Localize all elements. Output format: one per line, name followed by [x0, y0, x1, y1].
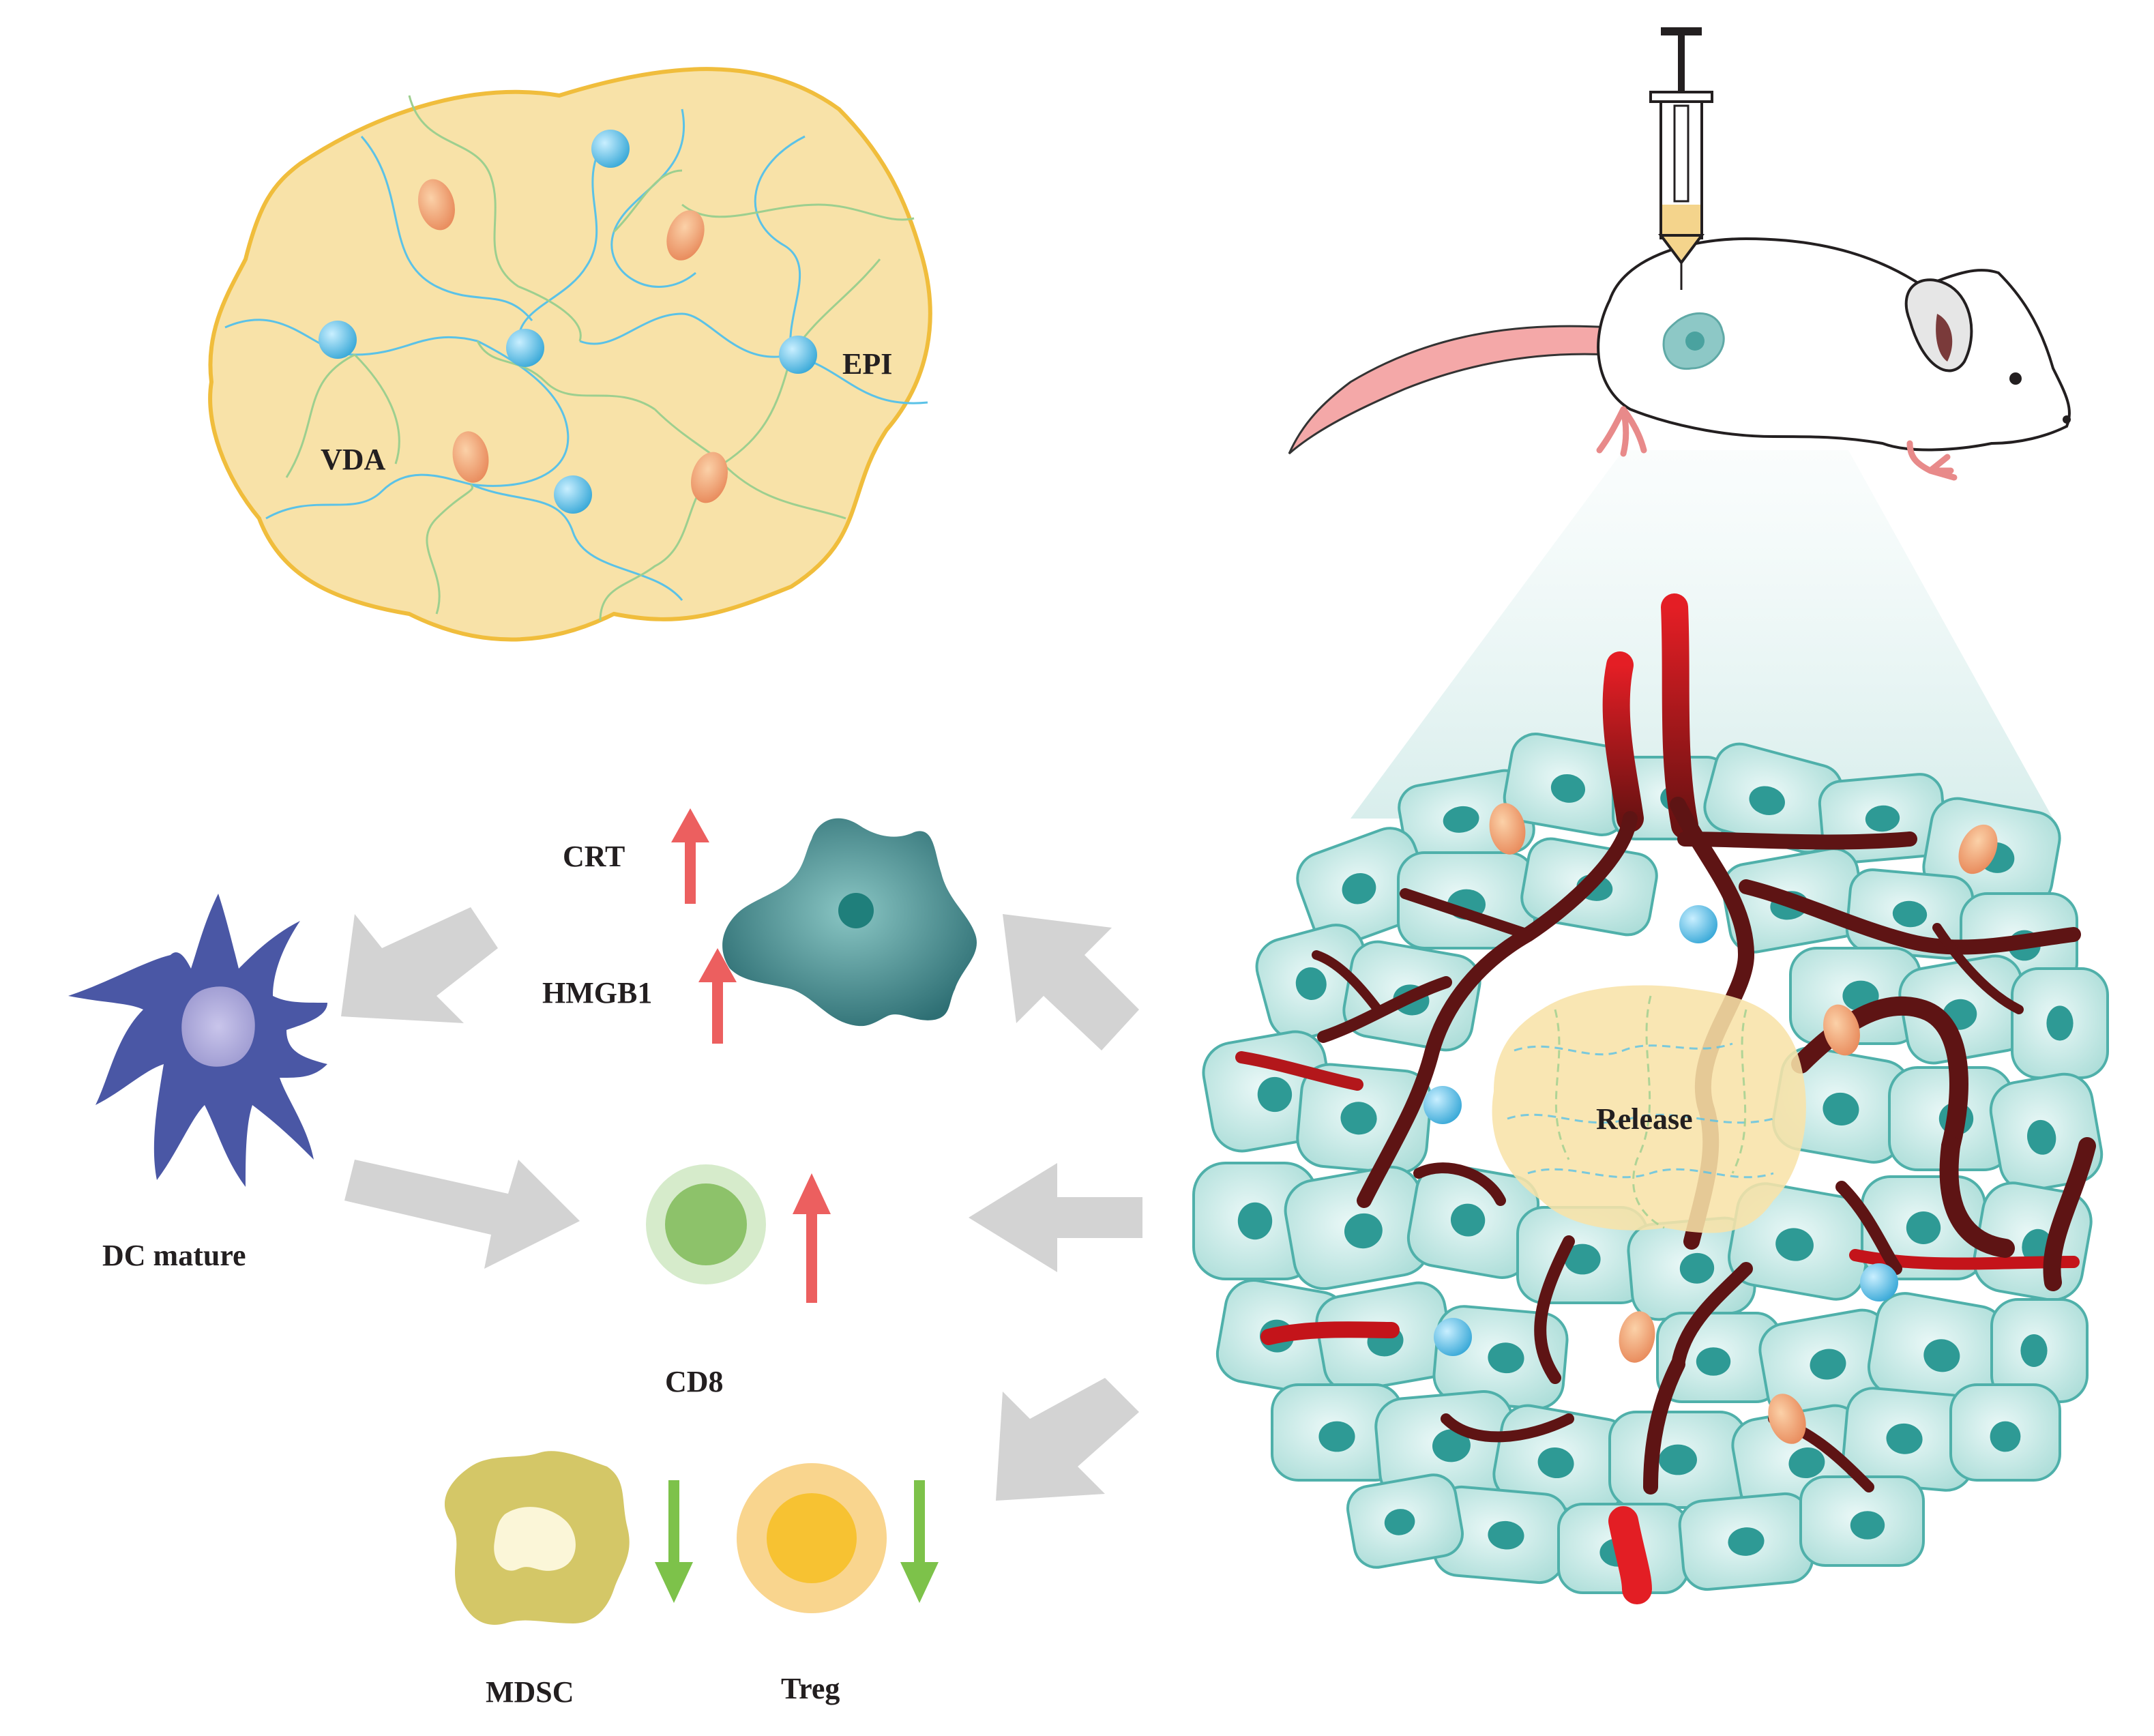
tumor-cell — [1503, 733, 1635, 836]
treg-down-arrow — [900, 1480, 939, 1603]
treg-cell — [737, 1463, 887, 1613]
arrow-icd-to-dc — [341, 907, 498, 1023]
tumor-cell — [1192, 1162, 1318, 1280]
mdsc-label: MDSC — [486, 1675, 574, 1709]
tumor-cell — [1989, 1072, 2104, 1192]
treg-label: Treg — [781, 1672, 840, 1705]
arrow-tumor-to-cd8 — [969, 1163, 1142, 1272]
tumor-cell — [1346, 1473, 1464, 1569]
hmgb1-label: HMGB1 — [542, 976, 652, 1010]
tumor-cell — [2011, 967, 2109, 1079]
release-gel: Release — [1492, 985, 1806, 1233]
magnification-beam — [1351, 450, 2053, 819]
tumor-cell — [1949, 1383, 2061, 1482]
arrow-dc-to-cd8 — [344, 1160, 580, 1269]
crt-label: CRT — [563, 840, 625, 873]
vda-label: VDA — [321, 443, 386, 476]
mouse-illustration — [1288, 27, 2071, 481]
tumor-mass: Release — [1192, 593, 2109, 1604]
mdsc-cell — [444, 1451, 630, 1625]
cd8-cell — [646, 1164, 766, 1284]
tumor-cell — [1432, 1485, 1569, 1585]
hydrogel: EPI VDA — [208, 67, 932, 642]
mouse-front-paw — [1906, 440, 1958, 481]
arrow-tumor-to-treg — [996, 1378, 1139, 1501]
mouse-tail — [1288, 325, 1611, 455]
tumor-cell — [1678, 1492, 1814, 1591]
dc-mature-label: DC mature — [102, 1239, 246, 1272]
hmgb1-up-arrow — [698, 948, 737, 1044]
vda-particles — [418, 179, 728, 503]
tumor-cell — [1990, 1298, 2089, 1403]
tumor-cell — [1374, 1390, 1518, 1502]
tumor-cell — [1771, 1046, 1912, 1164]
mdsc-down-arrow — [655, 1480, 693, 1603]
cd8-label: CD8 — [665, 1365, 724, 1398]
tumor-cell — [1284, 1165, 1431, 1291]
crt-up-arrow — [671, 808, 709, 904]
blood-vessels — [1235, 593, 2080, 1604]
dc-mature-cell — [68, 894, 327, 1187]
epi-particles — [319, 130, 817, 514]
arrow-tumor-to-icd — [1003, 914, 1139, 1050]
tumor-epi-particles — [1423, 905, 1898, 1356]
cd8-up-arrow — [793, 1173, 831, 1303]
hydrogel-body — [208, 67, 932, 642]
tumor-cell — [1608, 1411, 1747, 1509]
mouse-eye — [2009, 372, 2022, 385]
mouse-nose — [2063, 415, 2071, 424]
mouse-hind-paw — [1596, 406, 1647, 457]
release-label: Release — [1596, 1102, 1693, 1136]
syringe — [1649, 27, 1713, 290]
tumor-vda-particles — [1489, 803, 1998, 1444]
icd-tumor-cell — [722, 818, 977, 1027]
epi-label: EPI — [842, 347, 892, 381]
tumor-cell — [1842, 1387, 1978, 1492]
vda-strands — [285, 95, 915, 621]
tumor-cell — [1799, 1475, 1925, 1567]
flow-arrows — [341, 907, 1142, 1501]
tumor-cell — [1406, 1163, 1540, 1279]
